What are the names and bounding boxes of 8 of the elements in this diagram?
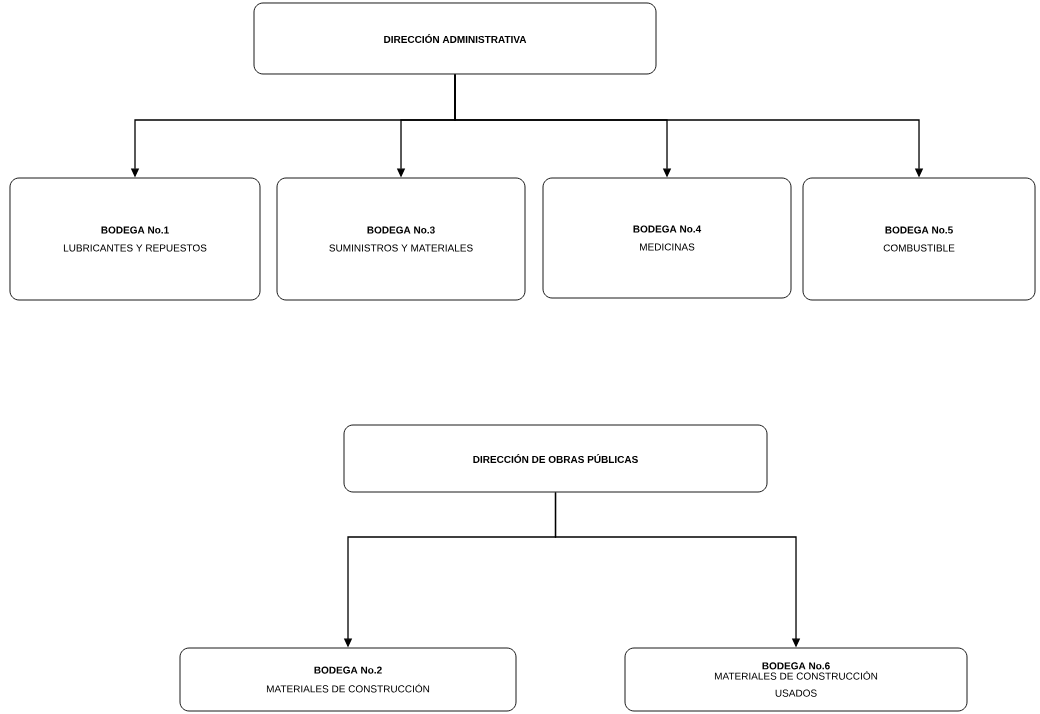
org-box: BODEGA No.4 MEDICINAS [542, 177, 792, 299]
org-box: BODEGA No.3 SUMINISTROS Y MATERIALES [276, 177, 526, 301]
org-box: BODEGA No.6 MATERIALES DE CONSTRUCCIÓN USADOS [624, 647, 968, 712]
org-box: DIRECCIÓN DE OBRAS PÚBLICAS [343, 424, 768, 493]
org-box: BODEGA No.1 LUBRICANTES Y REPUESTOS [9, 177, 261, 301]
org-box: BODEGA No.2 MATERIALES DE CONSTRUCCIÓN [179, 647, 517, 712]
org-box: DIRECCIÓN ADMINISTRATIVA [253, 2, 657, 75]
org-box: BODEGA No.5 COMBUSTIBLE [802, 177, 1036, 301]
